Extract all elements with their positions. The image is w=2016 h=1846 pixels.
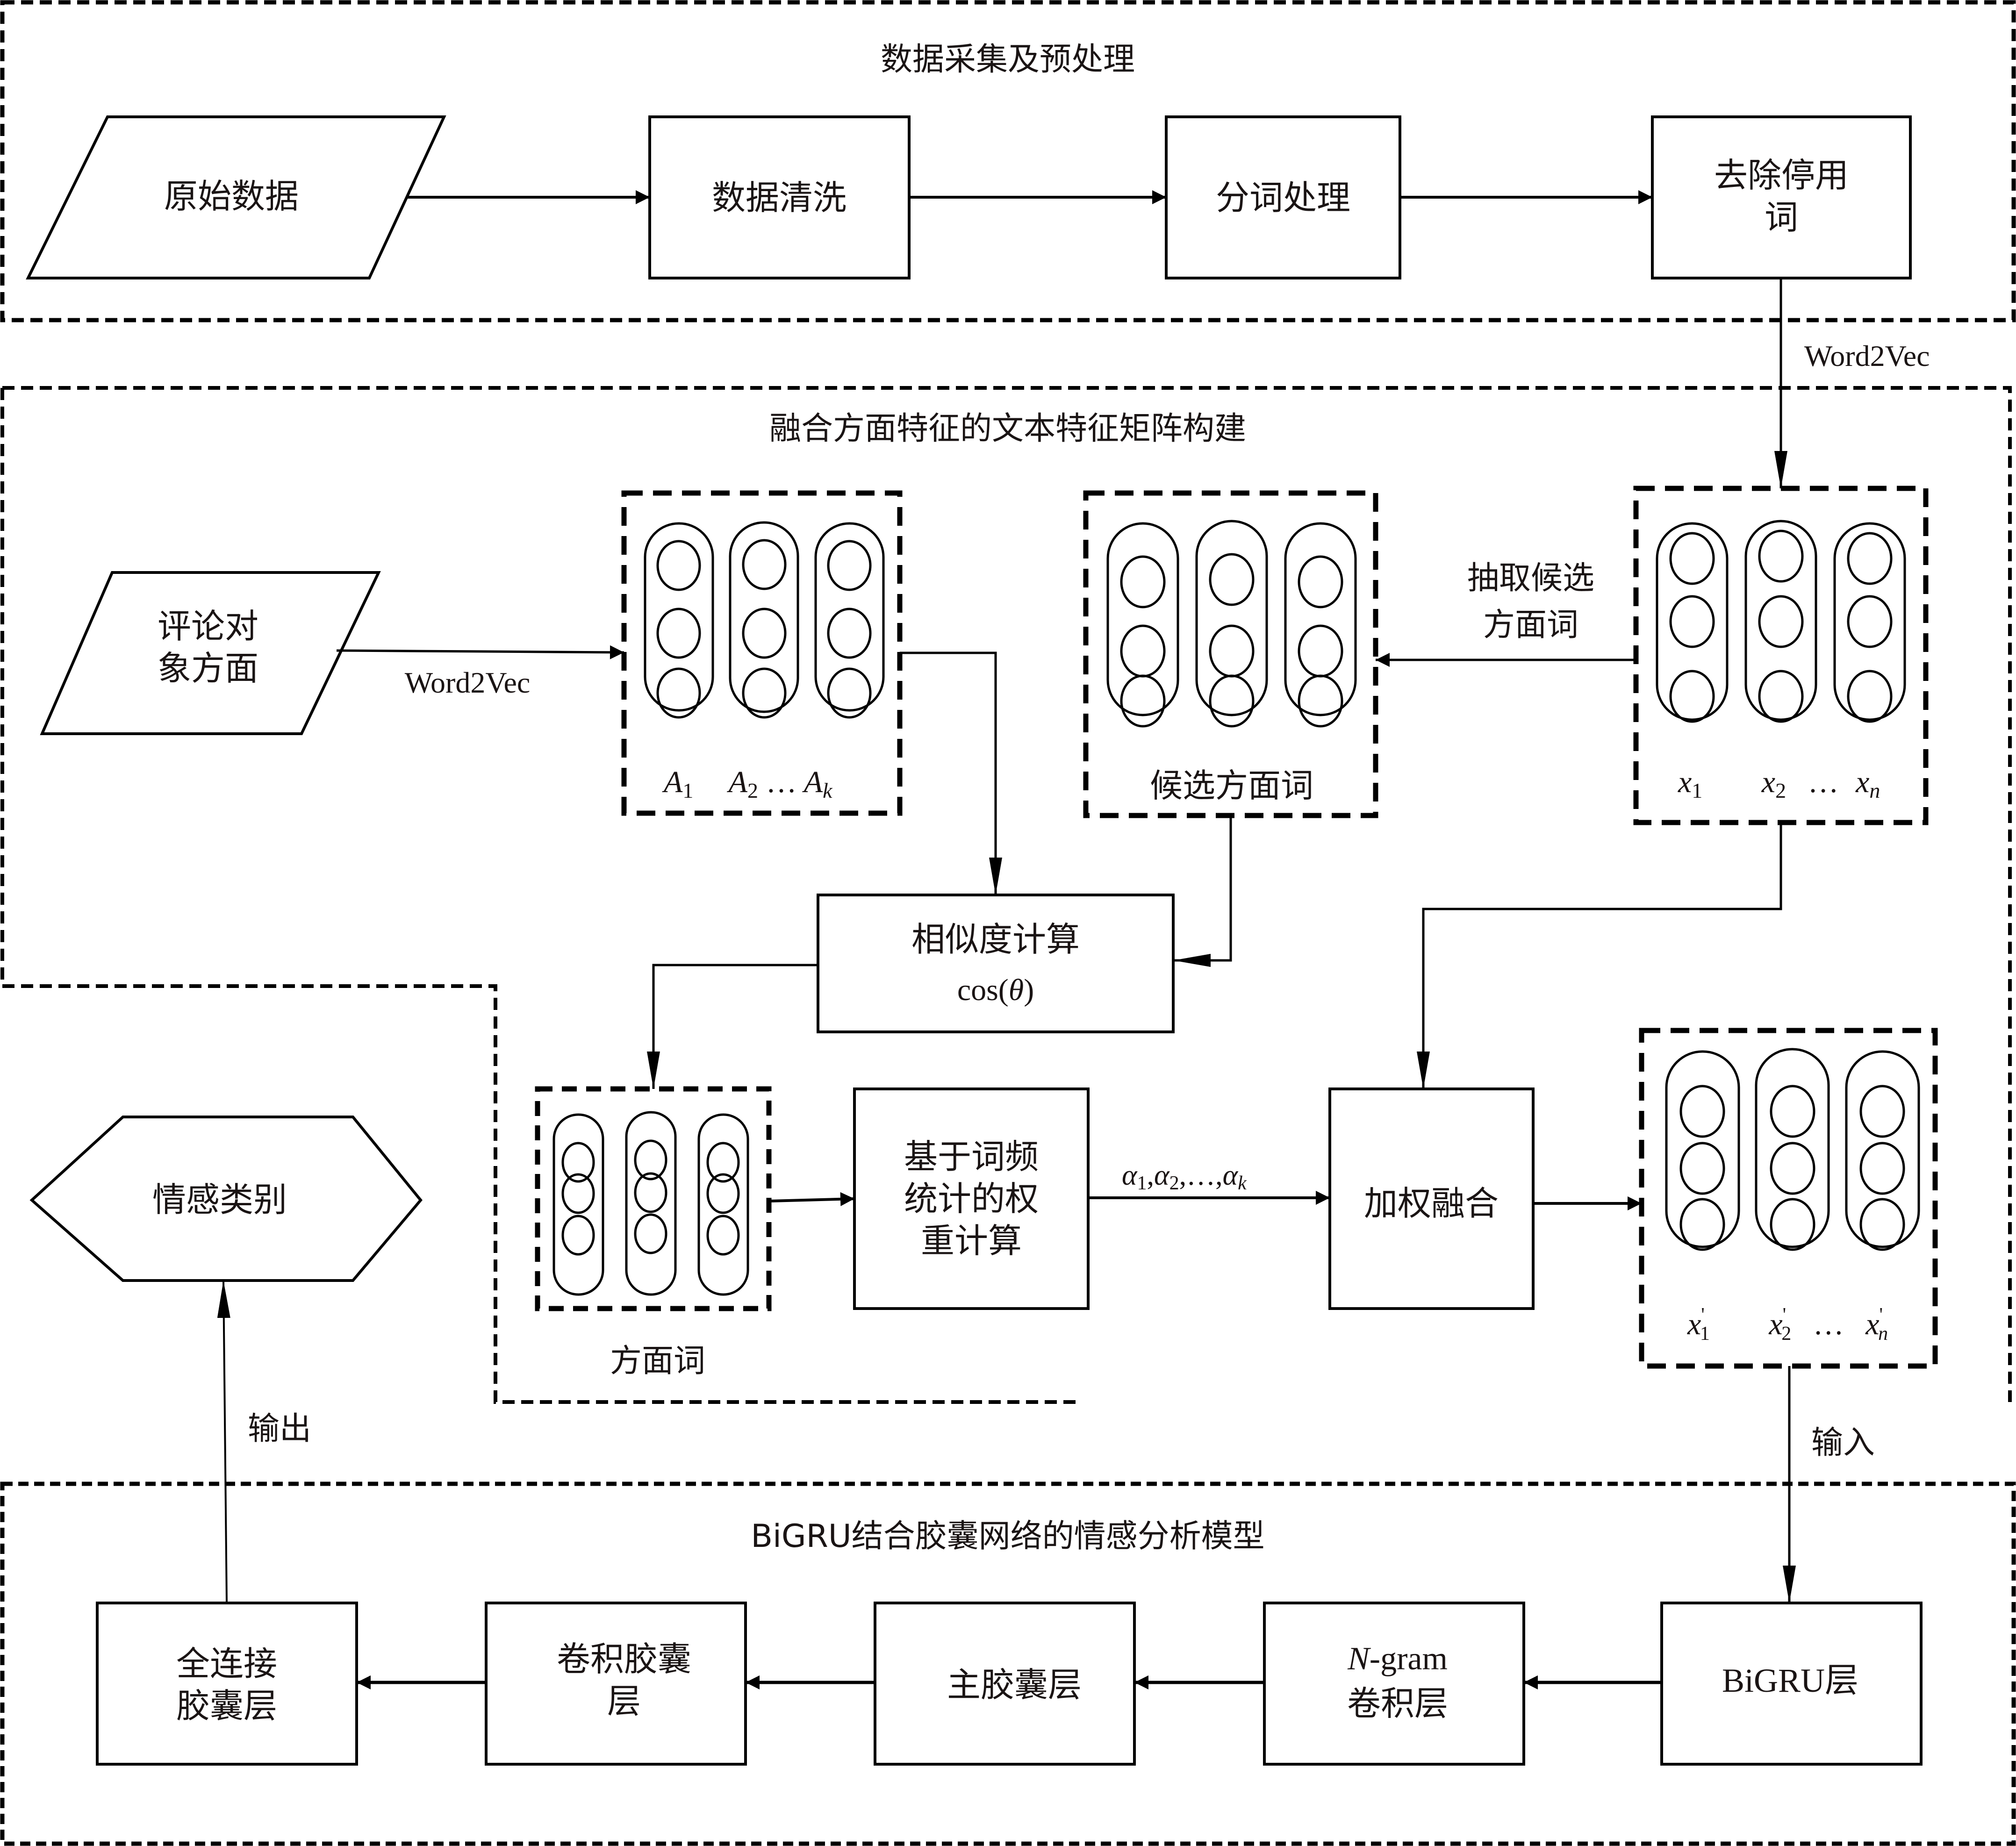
node-tf-weight-label-line3: 重计算 [921, 1221, 1022, 1260]
vector-column [729, 521, 799, 719]
vector-label-aspect: A1 A2 … Ak [662, 765, 833, 805]
node-tf-weight-label-line1: 基于词频 [904, 1137, 1039, 1176]
vector-label-candidate: 候选方面词 [1150, 766, 1313, 805]
section-model-title: BiGRU结合胶囊网络的情感分析模型 [751, 1518, 1264, 1555]
vector-column [644, 522, 714, 719]
node-raw-data[interactable]: 原始数据 [26, 115, 446, 279]
label-word2vec-left: Word2Vec [405, 666, 531, 699]
node-conv-capsule-label-line1: 卷积胶囊 [557, 1639, 691, 1679]
node-stopword-removal[interactable]: 去除停用 词 [1651, 115, 1912, 279]
node-fc-capsule-label-line1: 全连接 [176, 1644, 277, 1683]
node-similarity-label: 相似度计算 [911, 920, 1080, 959]
edge-aspect-to-similarity [900, 651, 1002, 895]
vector-column [1744, 520, 1817, 723]
node-ngram-conv-label-line1: N-gram [1347, 1641, 1448, 1677]
vector-label-text: x1 x2 … xn [1678, 765, 1880, 805]
node-tf-weight[interactable]: 基于词频 统计的权 重计算 [853, 1088, 1090, 1310]
section-preprocess: 数据采集及预处理 原始数据 数据清洗 分词处理 去除停用 词 [0, 0, 2016, 322]
node-similarity-formula: cos(θ) [957, 973, 1034, 1007]
node-cleaning[interactable]: 数据清洗 [648, 115, 911, 279]
node-similarity[interactable]: 相似度计算 cos(θ) [817, 894, 1175, 1033]
section-model-border [0, 1481, 2016, 1846]
node-ngram-conv[interactable]: N-gram 卷积层 [1263, 1602, 1525, 1766]
vector-column [552, 1113, 604, 1296]
label-word2vec-top: Word2Vec [1804, 339, 1930, 372]
node-bigru-label: BiGRU层 [1722, 1662, 1858, 1699]
vector-column [1656, 522, 1729, 723]
vector-column [1833, 522, 1906, 723]
label-alpha-weights: α1,α2,…,αk [1122, 1159, 1247, 1194]
section-feature-title: 融合方面特征的文本特征矩阵构建 [769, 410, 1246, 447]
node-segmentation[interactable]: 分词处理 [1165, 115, 1401, 279]
vector-group-fused[interactable]: x'1 x'2 … x'n [1639, 1028, 1938, 1369]
node-sentiment-class[interactable]: 情感类别 [29, 1116, 423, 1282]
section-preprocess-border [0, 0, 2016, 322]
vector-group-text[interactable]: x1 x2 … xn [1633, 486, 1929, 825]
section-feature-border [0, 386, 2012, 1404]
edge-fc-capsule-to-sentiment [217, 1280, 230, 1603]
edge-candidate-to-similarity [1173, 816, 1232, 967]
node-conv-capsule[interactable]: 卷积胶囊 层 [485, 1602, 747, 1766]
node-fc-capsule-label-line2: 胶囊层 [176, 1686, 277, 1725]
edge-review-to-aspect-vectors [336, 645, 624, 659]
section-model: BiGRU结合胶囊网络的情感分析模型 全连接 胶囊层 卷积胶囊 层 主胶囊层 N… [0, 1481, 2016, 1846]
node-weighted-fusion[interactable]: 加权融合 [1328, 1088, 1535, 1310]
node-stopword-label-line2: 词 [1765, 198, 1798, 237]
label-aspect-words: 方面词 [610, 1343, 705, 1380]
vector-group-aspect-words[interactable] [535, 1086, 772, 1311]
label-input: 输入 [1811, 1424, 1875, 1461]
edge-aspect-words-to-tf-weight [768, 1192, 855, 1206]
node-review-aspect[interactable]: 评论对 象方面 [40, 571, 381, 735]
vector-column [697, 1113, 749, 1296]
node-segmentation-label: 分词处理 [1216, 178, 1350, 217]
node-sentiment-class-label: 情感类别 [152, 1180, 287, 1219]
node-raw-data-label: 原始数据 [164, 177, 299, 216]
vector-column [1195, 520, 1268, 728]
vector-column [1755, 1048, 1830, 1251]
vector-column [1284, 522, 1357, 728]
node-review-aspect-label-line2: 象方面 [158, 649, 258, 688]
node-conv-capsule-label-line2: 层 [607, 1681, 641, 1721]
node-review-aspect-label-line1: 评论对 [158, 607, 258, 646]
node-weighted-fusion-label: 加权融合 [1364, 1184, 1499, 1223]
vector-column [814, 522, 885, 719]
node-fc-capsule[interactable]: 全连接 胶囊层 [96, 1602, 358, 1766]
label-extract-line2: 方面词 [1483, 607, 1578, 644]
vector-group-aspect[interactable]: A1 A2 … Ak [621, 490, 903, 816]
edge-text-to-fusion [1417, 823, 1782, 1089]
label-output: 输出 [248, 1410, 311, 1447]
vector-label-fused: x'1 x'2 … x'n [1687, 1304, 1888, 1347]
node-stopword-label-line1: 去除停用 [1714, 156, 1849, 195]
section-preprocess-title: 数据采集及预处理 [881, 41, 1135, 78]
vector-column [1665, 1050, 1740, 1251]
vector-column [625, 1111, 677, 1296]
edge-similarity-to-aspect-words [647, 964, 818, 1089]
vector-group-candidate[interactable]: 候选方面词 [1083, 490, 1378, 818]
label-extract-line1: 抽取候选 [1467, 560, 1594, 597]
vector-column [1106, 522, 1179, 728]
section-feature: 融合方面特征的文本特征矩阵构建 评论对 象方面 Word2Vec [0, 386, 2012, 1404]
node-cleaning-label: 数据清洗 [712, 178, 847, 217]
node-bigru[interactable]: BiGRU层 [1660, 1602, 1923, 1766]
vector-column [1845, 1050, 1920, 1251]
node-primary-capsule-label: 主胶囊层 [947, 1665, 1082, 1704]
node-primary-capsule[interactable]: 主胶囊层 [874, 1602, 1136, 1766]
node-tf-weight-label-line2: 统计的权 [904, 1179, 1039, 1218]
node-ngram-conv-label-line2: 卷积层 [1347, 1684, 1448, 1723]
